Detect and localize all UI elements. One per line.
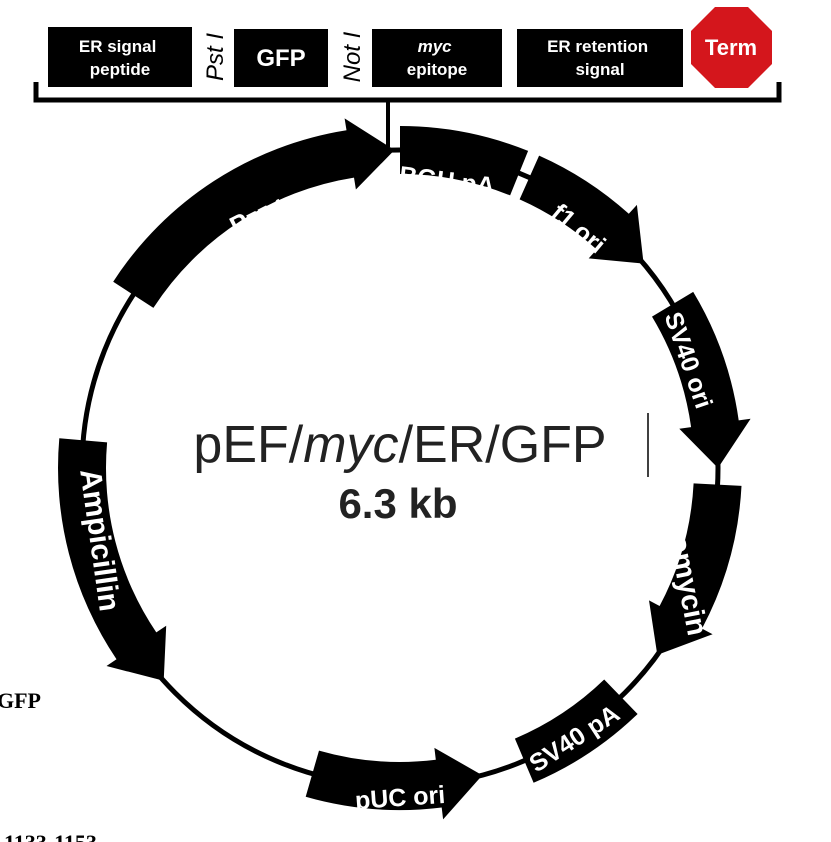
er-signal-label-line1: ER signal xyxy=(79,37,156,56)
plasmid-name: pEF/myc/ER/GFP xyxy=(193,416,606,474)
er-signal-peptide-box xyxy=(48,27,192,87)
er-retention-label-line1: ER retention xyxy=(547,37,648,56)
pst-site-label: Pst I xyxy=(202,33,229,81)
er-signal-label-line2: peptide xyxy=(90,60,150,79)
side-text-gfp: GFP xyxy=(0,688,41,713)
pef1a-promoter-segment xyxy=(113,118,395,308)
term-label: Term xyxy=(705,35,757,60)
myc-label-line1: myc xyxy=(418,37,453,56)
er-retention-box xyxy=(517,29,683,87)
ampicillin-segment xyxy=(58,438,167,681)
puc-ori-segment xyxy=(305,747,483,820)
bgh-pa-segment xyxy=(400,126,529,196)
myc-label-line2: epitope xyxy=(407,60,467,79)
gfp-box xyxy=(234,29,328,87)
er-retention-label-line2: signal xyxy=(575,60,624,79)
f1-ori-segment xyxy=(519,155,644,264)
stop-octagon-icon xyxy=(691,7,772,88)
expression-cassette: ER signal peptide Pst I GFP Not I myc ep… xyxy=(33,7,782,147)
neomycin-segment xyxy=(649,483,742,655)
sv40-pa-segment xyxy=(514,679,638,783)
myc-epitope-box xyxy=(372,29,502,87)
feature-segments xyxy=(58,118,751,820)
gfp-label: GFP xyxy=(256,45,305,72)
side-text-bottom: 1133-1153 xyxy=(4,830,97,842)
not-site-label: Not I xyxy=(339,31,366,82)
sv40-ori-segment xyxy=(652,291,751,468)
puc-ori-label: pUC ori xyxy=(354,781,446,815)
svg-text:myc epitope: myc epitope xyxy=(407,37,467,79)
plasmid-size: 6.3 kb xyxy=(338,480,457,527)
svg-text:ER retention signal: ER retention signal xyxy=(547,37,653,79)
svg-text:ER signal peptide: ER signal peptide xyxy=(79,37,161,79)
cassette-bracket xyxy=(33,82,782,103)
